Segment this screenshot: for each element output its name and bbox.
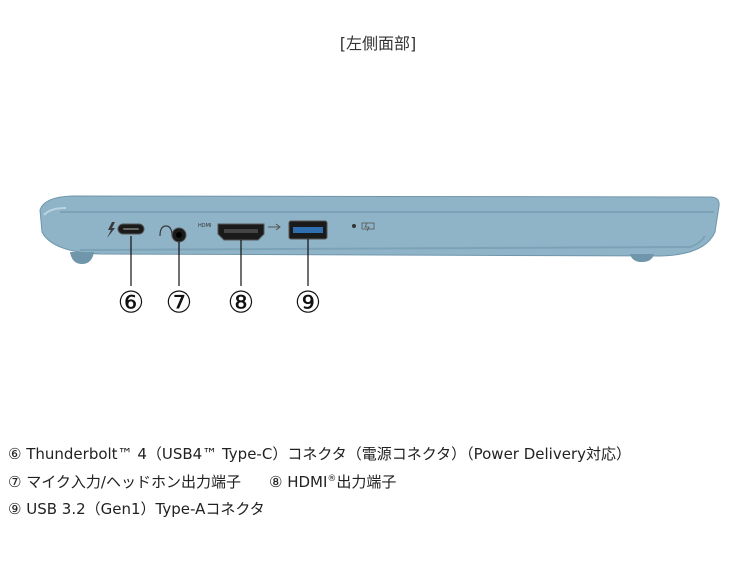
battery-charge-icon: [361, 222, 375, 232]
callout-9: ⑨: [295, 286, 322, 321]
laptop-side-view: [39, 195, 720, 264]
callout-6: ⑥: [118, 286, 145, 321]
callout-8: ⑧: [228, 286, 255, 321]
description-8: ⑧ HDMI®出力端子: [268, 473, 397, 491]
description-line-7-8: ⑦ マイク入力/ヘッドホン出力端子 ⑧ HDMI®出力端子: [8, 471, 396, 492]
page-title: [左側面部]: [339, 34, 417, 53]
front-foot: [70, 252, 94, 264]
status-led: [352, 224, 356, 228]
description-7: ⑦ マイク入力/ヘッドホン出力端子: [8, 473, 241, 491]
description-line-6: ⑥ Thunderbolt™ 4（USB4™ Type-C）コネクタ（電源コネク…: [8, 445, 632, 463]
thunderbolt-icon: [107, 222, 115, 238]
rear-foot: [630, 254, 654, 262]
usb-icon: [268, 223, 281, 231]
callout-lines: [130, 236, 309, 286]
headset-icon: [159, 225, 173, 237]
laptop-left-side-figure: HDMI ⑥ ⑦ ⑧ ⑨: [39, 195, 720, 321]
hdmi-label: HDMI: [198, 223, 211, 229]
callout-7: ⑦: [166, 286, 193, 321]
description-line-9: ⑨ USB 3.2（Gen1）Type-Aコネクタ: [8, 500, 265, 518]
